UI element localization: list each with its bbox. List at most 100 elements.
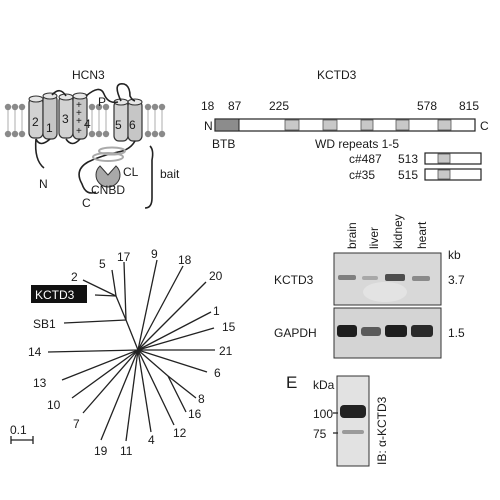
helix-label-2: 2 [32,115,39,129]
kb-unit-label: kb [448,248,461,262]
kda-unit-label: kDa [313,378,335,392]
lipid-head [95,103,103,111]
bait-bracket [144,145,154,209]
band-kctd3-liver [362,276,378,280]
clone-487-bar [424,152,482,165]
tree-leaf-9: 9 [151,247,158,261]
tree-leaf-12: 12 [173,426,187,440]
marker-75: 75 [313,427,327,441]
tree-leaf-15: 15 [222,320,236,334]
lipid-head [11,130,19,138]
tree-leaf-18: 18 [178,253,192,267]
helix-label-4: 4 [84,117,91,131]
c-terminus-label: C [82,196,91,210]
branch-12 [137,349,175,426]
kctd3-highlight-box [31,285,87,303]
branch-16 [167,375,187,413]
lipid-head [18,130,26,138]
western-blot-lane [336,375,370,467]
wd-repeats [284,119,452,131]
branch-10 [71,349,139,399]
northern-blot-panel: brain liver kidney heart kb KCTD3 3.7 GA… [274,214,465,359]
lipid-head [11,103,19,111]
tissue-kidney: kidney [391,214,405,249]
blot-row-kctd3-label: KCTD3 [274,273,314,287]
n-terminus-label: N [39,177,48,191]
lipid-head [4,130,12,138]
lipid-head [158,130,166,138]
lipid-head [88,130,96,138]
clone-35-start: 515 [398,168,418,182]
branch-20 [137,281,207,351]
tree-leaf-19: 19 [94,444,108,458]
c-linker-shape [92,152,124,162]
blot-row-kctd3-size: 3.7 [448,273,465,287]
branch-sb1 [63,319,127,324]
branch-8 [137,349,197,399]
lipid-head [18,103,26,111]
lipid-head [144,103,152,111]
helix-label-5: 5 [115,118,122,132]
tree-leaf-21: 21 [219,344,233,358]
lipid-head [88,103,96,111]
branch-6 [137,349,208,373]
tree-leaf-1: 1 [213,304,220,318]
tree-leaf-4: 4 [148,433,155,447]
scale-label: 0.1 [10,423,27,437]
helix-label-6: 6 [129,118,136,132]
western-band-faint [342,430,364,434]
branch-15 [137,327,215,351]
tree-leaf-11: 11 [120,444,133,458]
tissue-heart: heart [415,221,429,249]
lipid-head [102,103,110,111]
position-87: 87 [228,99,242,113]
lipid-head [158,103,166,111]
clone-35-bar [424,168,482,181]
helix-label-3: 3 [62,112,69,126]
cnbd-domain [95,165,121,188]
branch-17 [123,261,127,321]
tree-leaf-16: 16 [188,407,202,421]
branch-1 [137,311,212,351]
tissue-labels: brain liver kidney heart [345,214,429,249]
tree-leaf-2: 2 [71,270,78,284]
lipid-head [102,130,110,138]
bait-label: bait [160,167,180,181]
branch-kctd3 [94,294,139,351]
charge-2: + [76,108,82,119]
charge-3: + [76,116,82,127]
clone-487-name: c#487 [349,152,382,166]
tissue-brain: brain [345,222,359,249]
branch-5 [111,269,117,297]
p-loop-label: P [98,95,106,109]
tree-leaf-labels: 2 5 17 9 18 20 1 15 21 6 8 16 12 4 11 19… [28,247,236,458]
blot-row-gapdh-size: 1.5 [448,326,465,340]
hcn3-title: HCN3 [72,68,105,82]
tree-leaf-sb1: SB1 [33,317,56,331]
helix-label-1: 1 [46,121,53,135]
tree-leaf-7: 7 [73,417,80,431]
band-kctd3-heart [412,276,430,281]
band-gapdh-heart [411,325,433,337]
n-term-label: N [204,119,213,133]
branch-18 [137,265,184,351]
branch-9 [137,259,158,351]
tree-leaf-10: 10 [47,398,61,412]
western-band-main [340,405,366,418]
western-blot-panel: E kDa 100 75 IB: α-KCTD3 [286,373,389,467]
clone-35-name: c#35 [349,168,375,182]
lipid-head [95,130,103,138]
band-gapdh-liver [361,327,381,336]
lipid-head [4,103,12,111]
ib-antibody-label: IB: α-KCTD3 [375,396,389,465]
position-18: 18 [201,99,215,113]
kctd3-panel: KCTD3 18 87 225 578 815 N C BTB WD repea… [201,68,489,182]
phylogenetic-tree [47,259,215,442]
tree-leaf-13: 13 [33,376,47,390]
band-gapdh-brain [337,325,357,337]
lipid-head [144,130,152,138]
tree-leaf-17: 17 [117,250,131,264]
tissue-liver: liver [367,227,381,249]
membrane-bilayer [4,103,166,138]
